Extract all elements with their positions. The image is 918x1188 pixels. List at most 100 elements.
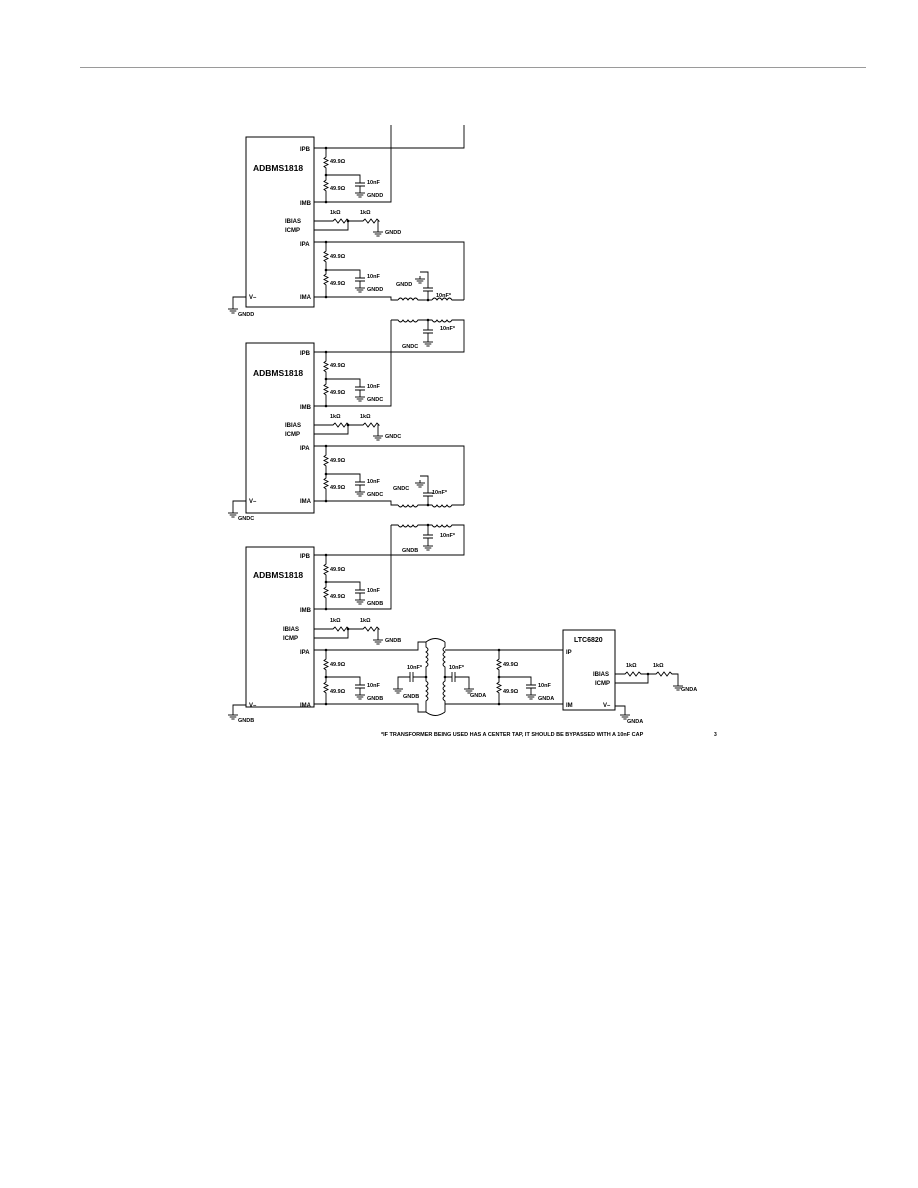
ground-icon (354, 284, 366, 293)
figure-id: 3 (714, 732, 717, 738)
ground-icon (422, 338, 434, 347)
ltc-block: LTC6820 IP IM IBIAS ICMP V– 1kΩ 1kΩ GNDA… (562, 629, 697, 725)
ground-icon (354, 393, 366, 402)
r-bias-label: 1kΩ (653, 663, 664, 669)
cap-star-label: 10nF* (449, 665, 465, 671)
ground-label: GNDC (393, 486, 409, 492)
r-term-label: 49.9Ω (330, 594, 346, 600)
ground-label: GNDA (627, 719, 643, 725)
ground-label: GNDC (367, 492, 383, 498)
ground-label: GNDB (367, 696, 383, 702)
pin-imb: IMB (300, 201, 312, 207)
pin-ipb: IPB (300, 554, 311, 560)
pin-icmp: ICMP (595, 681, 610, 687)
ground-icon (227, 509, 239, 518)
cap-label: 10nF (367, 180, 380, 186)
block-2: GNDC 10nF* ADBMS1818 IPB IMB IBIAS ICMP … (227, 318, 465, 522)
r-term-label: 49.9Ω (330, 662, 346, 668)
pin-vminus: V– (249, 703, 257, 709)
ground-label: GNDD (367, 193, 383, 199)
pin-ibias: IBIAS (285, 423, 301, 429)
pin-ip: IP (566, 650, 572, 656)
r-term-label: 49.9Ω (330, 485, 346, 491)
pin-ipb: IPB (300, 147, 311, 153)
pin-vminus: V– (249, 295, 257, 301)
cap-star-label: 10nF* (440, 533, 456, 539)
cap-label: 10nF (538, 683, 551, 689)
block-1: ADBMS1818 IPB IMB IBIAS ICMP IPA IMA V– … (227, 125, 465, 318)
r-bias-label: 1kΩ (360, 210, 371, 216)
cap-label: 10nF (367, 683, 380, 689)
ground-label: GNDB (403, 694, 419, 700)
pin-ibias: IBIAS (285, 219, 301, 225)
r-term-label: 49.9Ω (330, 281, 346, 287)
ltc-chip-label: LTC6820 (574, 637, 603, 644)
r-term-label: 49.9Ω (330, 458, 346, 464)
ground-label: GNDD (396, 282, 412, 288)
pin-imb: IMB (300, 608, 312, 614)
ground-label: GNDB (238, 718, 254, 724)
cap-label: 10nF (367, 588, 380, 594)
ground-label: GNDD (238, 312, 254, 318)
ground-label: GNDD (385, 230, 401, 236)
ground-icon (354, 488, 366, 497)
pin-icmp: ICMP (285, 432, 300, 438)
ground-label: GNDA (470, 693, 486, 699)
pin-icmp: ICMP (283, 636, 298, 642)
ground-label: GNDB (402, 548, 418, 554)
r-bias-label: 1kΩ (360, 618, 371, 624)
ground-label: GNDC (402, 344, 418, 350)
header-rule (80, 67, 866, 68)
ground-label: GNDC (367, 397, 383, 403)
isolation-link: GNDB 10nF* GNDA 10nF* 49.9Ω 49.9Ω 10nF G… (392, 638, 563, 716)
cap-label: 10nF (367, 274, 380, 280)
ground-icon (619, 711, 631, 720)
ground-icon (354, 189, 366, 198)
cap-label: 10nF (367, 479, 380, 485)
cap-label: 10nF (367, 384, 380, 390)
pin-icmp: ICMP (285, 228, 300, 234)
ground-label: GNDC (238, 516, 254, 522)
ground-icon (414, 275, 426, 284)
pin-im: IM (566, 703, 573, 709)
chip-outline (245, 546, 315, 708)
r-term-label: 49.9Ω (330, 254, 346, 260)
pin-ibias: IBIAS (593, 672, 609, 678)
ground-label: GNDB (385, 638, 401, 644)
pin-ipa: IPA (300, 446, 310, 452)
pin-ipa: IPA (300, 242, 310, 248)
pin-vminus: V– (249, 499, 257, 505)
ground-icon (372, 636, 384, 645)
cap-star-label: 10nF* (407, 665, 423, 671)
block-3: GNDB 10nF* ADBMS1818 IPB IMB IBIAS ICMP … (227, 523, 465, 724)
pin-ima: IMA (300, 295, 312, 301)
pin-ibias: IBIAS (283, 627, 299, 633)
chip-outline (245, 342, 315, 514)
chip-label: ADBMS1818 (253, 368, 303, 378)
r-term-label: 49.9Ω (503, 662, 519, 668)
pin-ima: IMA (300, 703, 312, 709)
chip-outline (245, 136, 315, 308)
chip-label: ADBMS1818 (253, 163, 303, 173)
ground-label: GNDD (367, 287, 383, 293)
pin-ima: IMA (300, 499, 312, 505)
r-term-label: 49.9Ω (330, 159, 346, 165)
r-bias-label: 1kΩ (330, 414, 341, 420)
cap-star-label: 10nF* (436, 293, 452, 299)
ground-icon (422, 542, 434, 551)
r-term-label: 49.9Ω (503, 689, 519, 695)
pin-ipb: IPB (300, 351, 311, 357)
r-term-label: 49.9Ω (330, 567, 346, 573)
cap-star-label: 10nF* (440, 326, 456, 332)
ground-icon (372, 228, 384, 237)
ground-icon (227, 305, 239, 314)
r-bias-label: 1kΩ (330, 210, 341, 216)
pin-vminus: V– (603, 703, 611, 709)
r-bias-label: 1kΩ (330, 618, 341, 624)
r-bias-label: 1kΩ (360, 414, 371, 420)
ground-icon (392, 685, 404, 694)
r-bias-label: 1kΩ (626, 663, 637, 669)
ground-icon (463, 685, 475, 694)
ltc-chip-outline (562, 629, 616, 711)
